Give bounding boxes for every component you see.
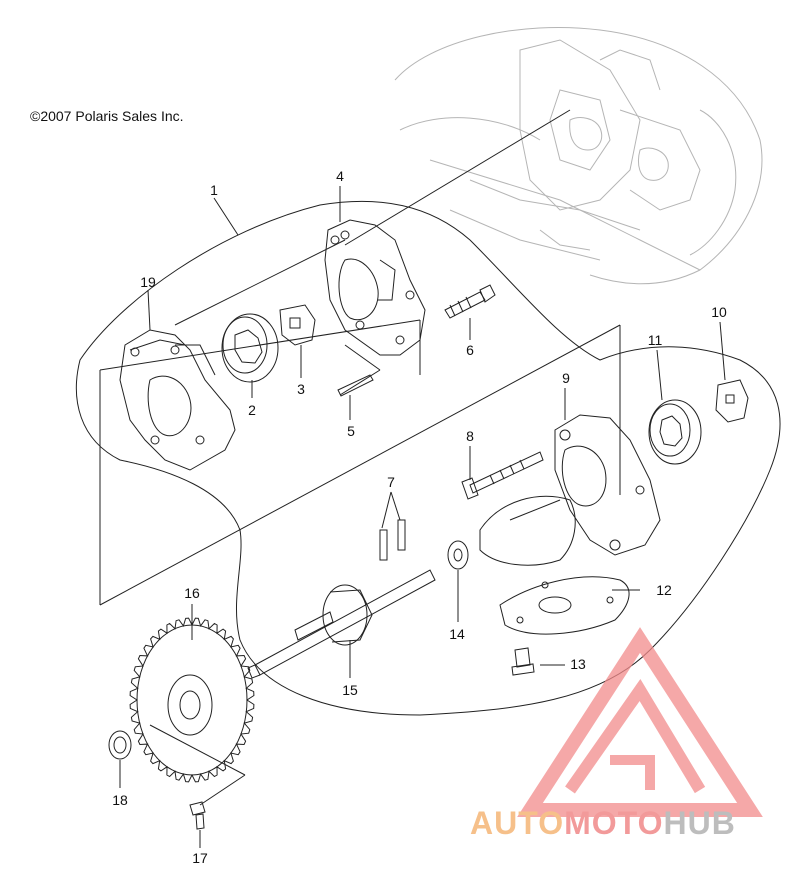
pump-housing-9 [479, 414, 661, 566]
callout-17: 17 [192, 850, 208, 866]
callout-4: 4 [336, 168, 344, 184]
callout-3: 3 [297, 381, 305, 397]
pump-body-19 [119, 329, 236, 471]
callout-5: 5 [347, 423, 355, 439]
callout-16: 16 [184, 585, 200, 601]
inner-rotor-10 [715, 379, 749, 423]
cover-plate-4 [324, 219, 426, 356]
watermark-text-moto: MOTO [564, 805, 664, 841]
screw-13 [511, 647, 535, 676]
callout-14: 14 [449, 626, 465, 642]
copyright-notice: ©2007 Polaris Sales Inc. [30, 108, 184, 124]
inner-rotor-3 [279, 304, 316, 346]
washer-18 [108, 730, 132, 760]
plate-12 [499, 576, 630, 635]
assembly-group-outline [75, 200, 781, 716]
bolt-17 [189, 801, 206, 830]
gear-16 [129, 617, 255, 783]
watermark-text: AUTOMOTOHUB [470, 805, 736, 842]
callout-8: 8 [466, 428, 474, 444]
watermark-text-auto: AUTO [470, 805, 565, 841]
callout-11: 11 [647, 332, 663, 348]
callout-2: 2 [248, 402, 256, 418]
pins-7 [379, 519, 406, 561]
washer-14 [447, 540, 469, 570]
outer-rotor-11 [648, 399, 702, 465]
outer-rotor-2 [221, 313, 279, 383]
callout-9: 9 [562, 370, 570, 386]
callout-15: 15 [342, 682, 358, 698]
callout-19: 19 [140, 274, 156, 290]
drive-shaft-15 [247, 569, 436, 679]
callout-1: 1 [210, 182, 218, 198]
screw-6 [444, 284, 496, 319]
callout-leaders [119, 186, 726, 848]
callout-10: 10 [711, 304, 727, 320]
pin-5 [337, 374, 374, 397]
engine-case-outline [394, 26, 763, 285]
watermark-text-hub: HUB [663, 805, 736, 841]
watermark-logo [517, 627, 763, 817]
callout-6: 6 [466, 342, 474, 358]
bolt-8 [461, 451, 544, 500]
callout-7: 7 [387, 474, 395, 490]
callout-18: 18 [112, 792, 128, 808]
callout-13: 13 [570, 656, 586, 672]
callout-12: 12 [656, 582, 672, 598]
